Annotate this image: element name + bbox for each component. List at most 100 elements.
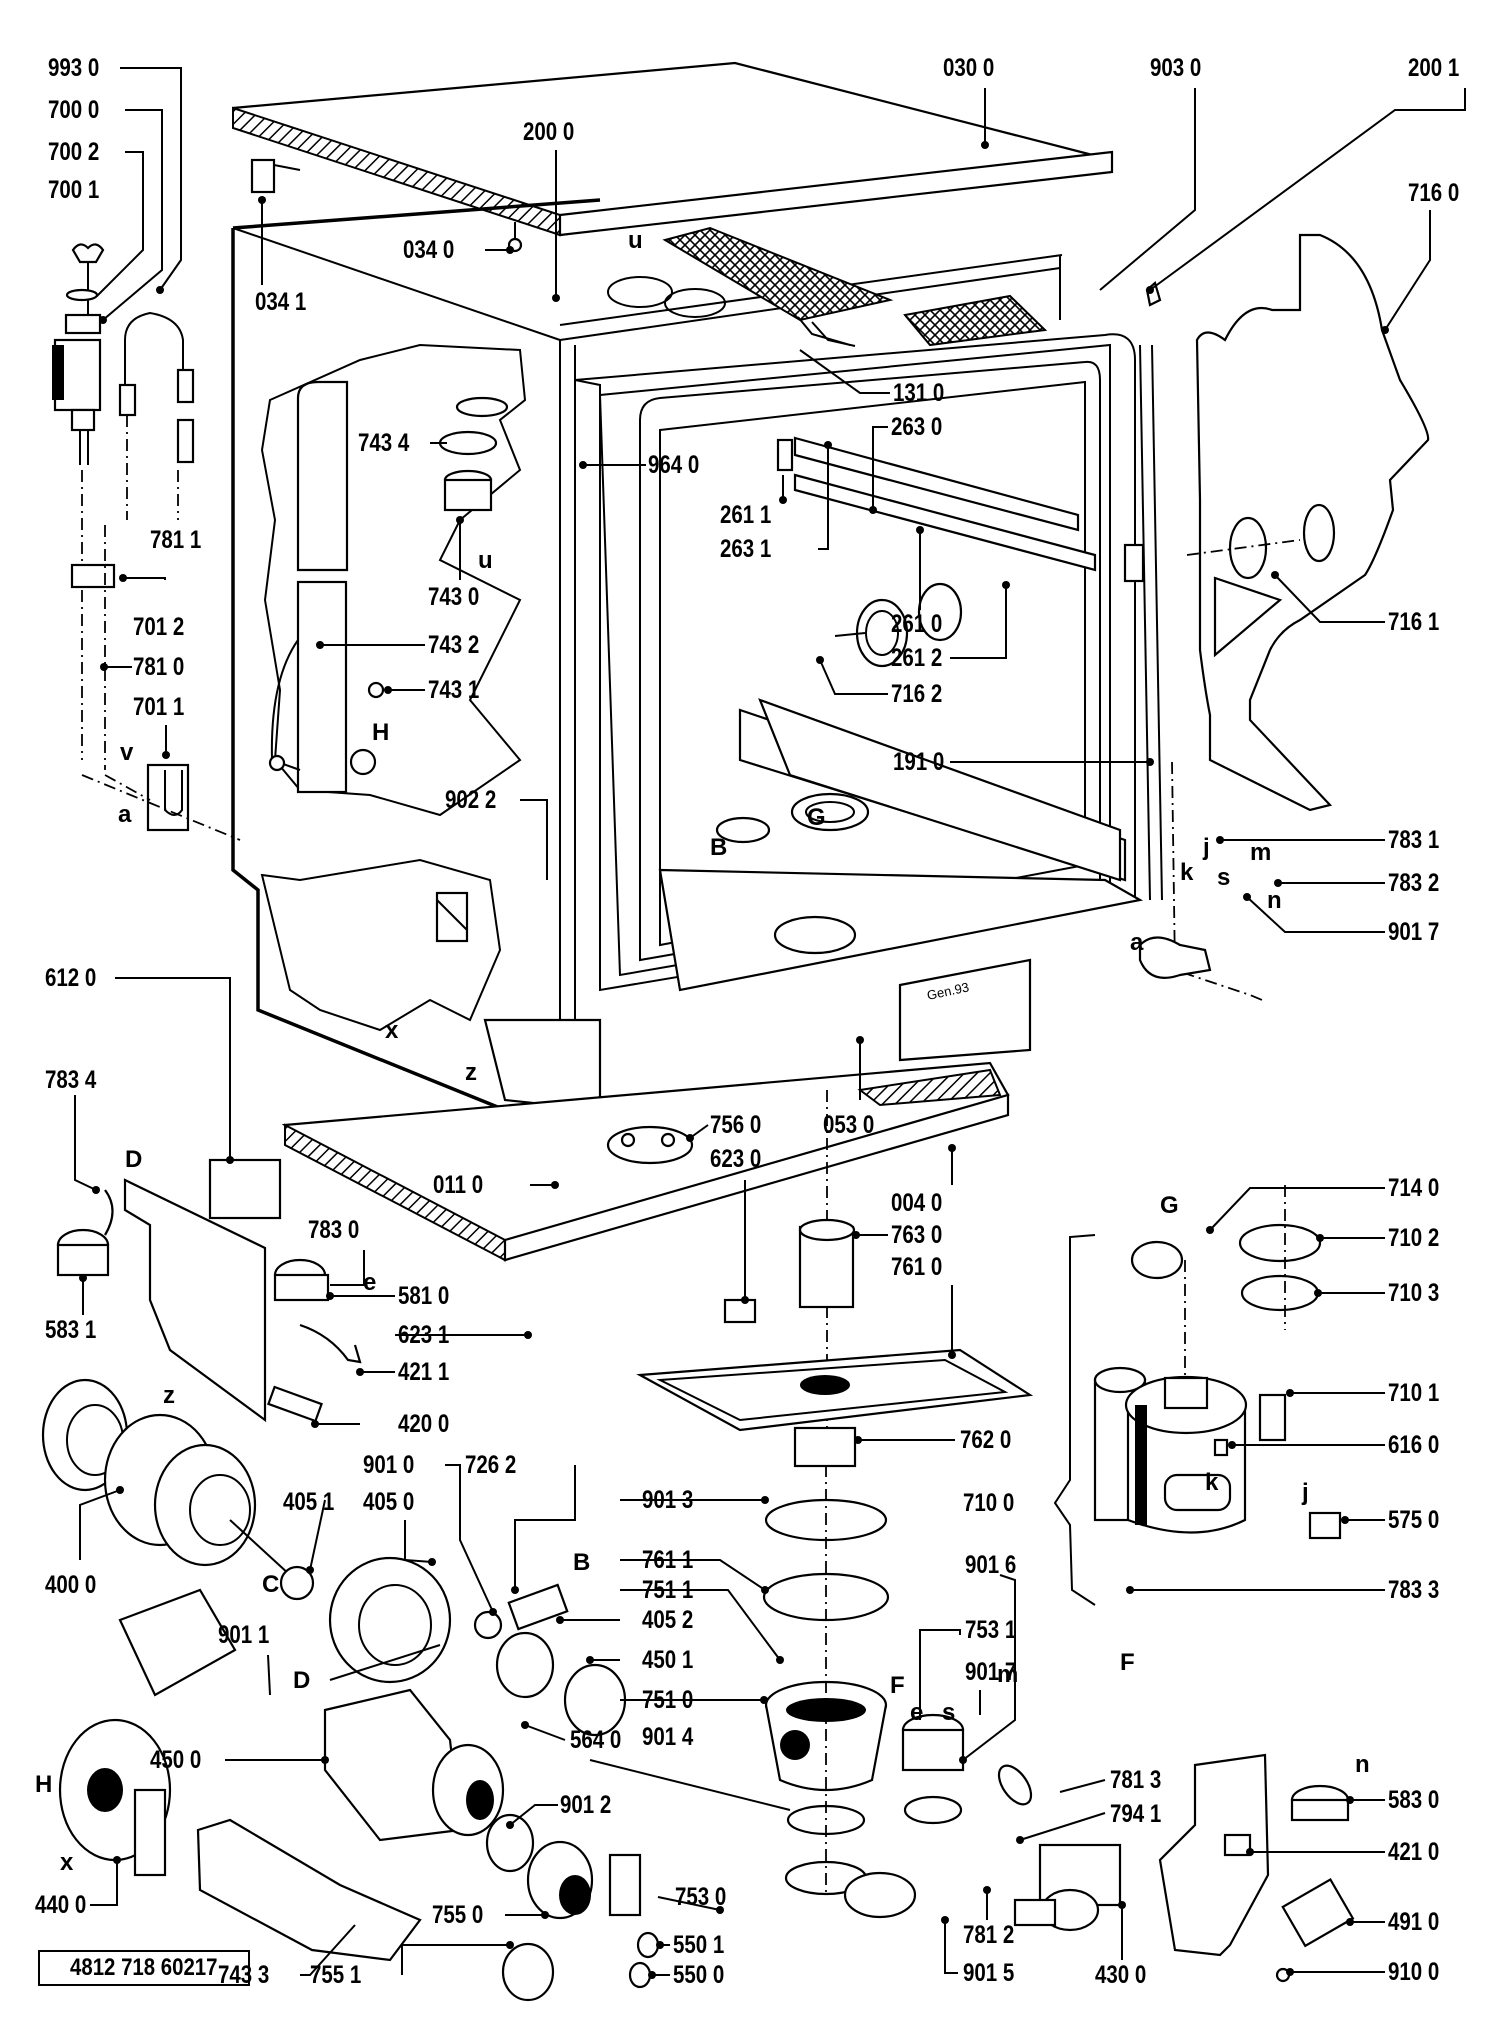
- letter-x: x: [385, 1017, 399, 1044]
- letter-z: z: [163, 1382, 175, 1409]
- callout-583-1: 583 1: [45, 1316, 97, 1344]
- letter-D: D: [293, 1667, 311, 1694]
- callout-901-2: 901 2: [560, 1791, 612, 1819]
- callout-993-0: 993 0: [48, 54, 100, 82]
- letter-a: a: [118, 801, 132, 828]
- callout-902-2: 902 2: [445, 786, 497, 814]
- callout-700-1: 700 1: [48, 176, 100, 204]
- callout-405-2: 405 2: [642, 1606, 694, 1634]
- letter-G: G: [807, 804, 826, 831]
- callout-491-0: 491 0: [1388, 1908, 1440, 1936]
- callout-550-0: 550 0: [673, 1961, 725, 1989]
- callout-440-0: 440 0: [35, 1891, 87, 1919]
- base-plate-004-0: [281, 1061, 1010, 1450]
- callout-783-1: 783 1: [1388, 826, 1440, 854]
- callout-781-3: 781 3: [1110, 1766, 1162, 1794]
- part-number: 4812 718 60217: [70, 1954, 218, 1981]
- letter-a: a: [1130, 929, 1144, 956]
- hose-clip-701: [70, 525, 241, 841]
- callout-756-0: 756 0: [710, 1111, 762, 1139]
- letter-F: F: [1120, 1649, 1135, 1676]
- callout-964-0: 964 0: [648, 451, 700, 479]
- callout-714-0: 714 0: [1388, 1174, 1440, 1202]
- callout-011-0: 011 0: [433, 1171, 484, 1199]
- valve-bracket: [1013, 1753, 1355, 1983]
- callout-700-2: 700 2: [48, 138, 100, 166]
- callout-783-3: 783 3: [1388, 1576, 1440, 1604]
- callout-794-1: 794 1: [1110, 1800, 1162, 1828]
- letter-D: D: [125, 1146, 143, 1173]
- callout-910-0: 910 0: [1388, 1958, 1440, 1986]
- callout-400-0: 400 0: [45, 1571, 97, 1599]
- callout-783-0: 783 0: [308, 1216, 360, 1244]
- letter-F: F: [890, 1672, 905, 1699]
- callout-191-0: 191 0: [893, 748, 945, 776]
- callout-261-1: 261 1: [720, 501, 772, 529]
- letter-s: s: [942, 1699, 956, 1726]
- callout-781-2: 781 2: [963, 1921, 1015, 1949]
- control-bracket: [56, 1158, 362, 1423]
- letter-H: H: [372, 719, 390, 746]
- letter-j: j: [1302, 1479, 1309, 1506]
- pressure-switch-hose-700: [52, 243, 195, 760]
- leader-dots: [79, 141, 1389, 1979]
- letter-e: e: [910, 1699, 924, 1726]
- part-number-box: 4812 718 60217: [38, 1950, 250, 1986]
- letter-s: s: [1217, 864, 1231, 891]
- callout-034-1: 034 1: [255, 288, 307, 316]
- letter-e: e: [363, 1269, 377, 1296]
- cabinet-200-0: Gen.93: [231, 198, 1163, 1112]
- worktop-030-0: [232, 61, 1114, 237]
- callout-421-0: 421 0: [1388, 1838, 1440, 1866]
- callout-716-1: 716 1: [1388, 608, 1440, 636]
- callout-783-4: 783 4: [45, 1066, 97, 1094]
- letter-H: H: [35, 1771, 53, 1798]
- callout-200-1: 200 1: [1408, 54, 1460, 82]
- callout-430-0: 430 0: [1095, 1961, 1147, 1989]
- letter-B: B: [573, 1549, 591, 1576]
- letter-k: k: [1205, 1469, 1219, 1496]
- letter-k: k: [1180, 859, 1194, 886]
- water-softener-710-0: [1053, 1185, 1342, 1606]
- callout-901-7-lower: 901 7: [965, 1658, 1017, 1686]
- callout-004-0: 004 0: [891, 1189, 943, 1217]
- callout-420-0: 420 0: [398, 1410, 450, 1438]
- callout-700-0: 700 0: [48, 96, 100, 124]
- small-hardware-top: [250, 158, 1162, 668]
- callout-583-0: 583 0: [1388, 1786, 1440, 1814]
- callout-751-0: 751 0: [642, 1686, 694, 1714]
- pump-motor-400-0: [41, 1378, 627, 1737]
- callout-901-1: 901 1: [218, 1621, 270, 1649]
- side-panel-716-0: [1138, 233, 1430, 1001]
- callout-716-2: 716 2: [891, 680, 943, 708]
- letter-u: u: [478, 547, 493, 574]
- callout-053-0: 053 0: [823, 1111, 875, 1139]
- callout-710-2: 710 2: [1388, 1224, 1440, 1252]
- callout-903-0: 903 0: [1150, 54, 1202, 82]
- callout-901-3: 901 3: [642, 1486, 694, 1514]
- callout-716-0: 716 0: [1408, 179, 1460, 207]
- callout-753-1: 753 1: [965, 1616, 1017, 1644]
- callout-261-2: 261 2: [891, 644, 943, 672]
- callout-261-0: 261 0: [891, 610, 943, 638]
- letter-x: x: [60, 1849, 74, 1876]
- callout-901-6: 901 6: [965, 1551, 1017, 1579]
- callout-612-0: 612 0: [45, 964, 97, 992]
- letter-m: m: [1250, 839, 1272, 866]
- callout-743-1: 743 1: [428, 676, 480, 704]
- callout-710-0: 710 0: [963, 1489, 1015, 1517]
- letter-j: j: [1203, 834, 1210, 861]
- callout-581-0: 581 0: [398, 1282, 450, 1310]
- letter-u: u: [628, 227, 643, 254]
- callout-901-0: 901 0: [363, 1451, 415, 1479]
- callout-450-0: 450 0: [150, 1746, 202, 1774]
- letter-v: v: [120, 739, 134, 766]
- callout-755-0: 755 0: [432, 1901, 484, 1929]
- callout-755-1: 755 1: [310, 1961, 362, 1989]
- callout-263-1: 263 1: [720, 535, 772, 563]
- leader-lines: [74, 67, 1466, 1976]
- letter-B: B: [710, 834, 728, 861]
- callout-701-1: 701 1: [133, 693, 185, 721]
- callout-761-0: 761 0: [891, 1253, 943, 1281]
